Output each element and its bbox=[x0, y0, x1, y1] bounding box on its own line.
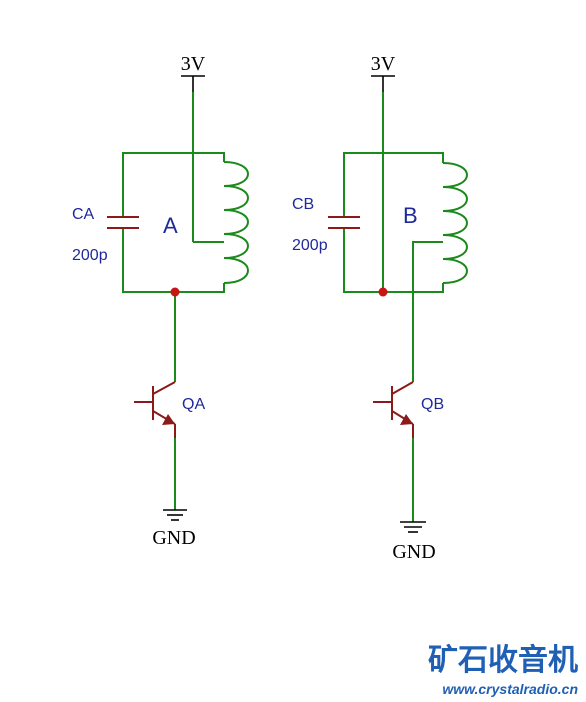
supply-a-label: 3V bbox=[181, 53, 206, 75]
circuit-b: 3V CB 200p B QB bbox=[292, 53, 468, 563]
watermark-brand: 矿石收音机 bbox=[428, 643, 578, 678]
capacitor-ca bbox=[107, 216, 139, 229]
supply-b: 3V bbox=[371, 53, 396, 92]
junction-b bbox=[378, 287, 388, 297]
tank-b-label: B bbox=[403, 203, 418, 228]
ground-b-symbol bbox=[400, 521, 426, 533]
capacitor-ca-value: 200p bbox=[72, 247, 108, 264]
supply-a: 3V bbox=[181, 53, 206, 92]
inductor-a bbox=[223, 161, 249, 284]
wires-a bbox=[122, 92, 225, 510]
ground-a-symbol bbox=[163, 509, 187, 521]
transistor-qa bbox=[134, 381, 176, 438]
wires-b bbox=[343, 92, 444, 522]
watermark-url: www.crystalradio.cn bbox=[442, 681, 578, 697]
tank-a-label: A bbox=[163, 213, 178, 238]
capacitor-ca-name: CA bbox=[72, 206, 95, 223]
junction-a bbox=[170, 287, 180, 297]
capacitor-cb-value: 200p bbox=[292, 237, 328, 254]
circuit-a: 3V CA 200p A bbox=[72, 53, 249, 549]
transistor-qb bbox=[373, 381, 414, 438]
transistor-qa-label: QA bbox=[182, 396, 205, 413]
watermark: 矿石收音机 www.crystalradio.cn bbox=[428, 643, 578, 697]
inductor-b bbox=[442, 162, 468, 284]
supply-b-label: 3V bbox=[371, 53, 396, 75]
capacitor-cb bbox=[328, 216, 360, 229]
ground-b-label: GND bbox=[392, 541, 435, 563]
transistor-qb-label: QB bbox=[421, 396, 444, 413]
capacitor-cb-name: CB bbox=[292, 196, 314, 213]
ground-a-label: GND bbox=[152, 527, 195, 549]
